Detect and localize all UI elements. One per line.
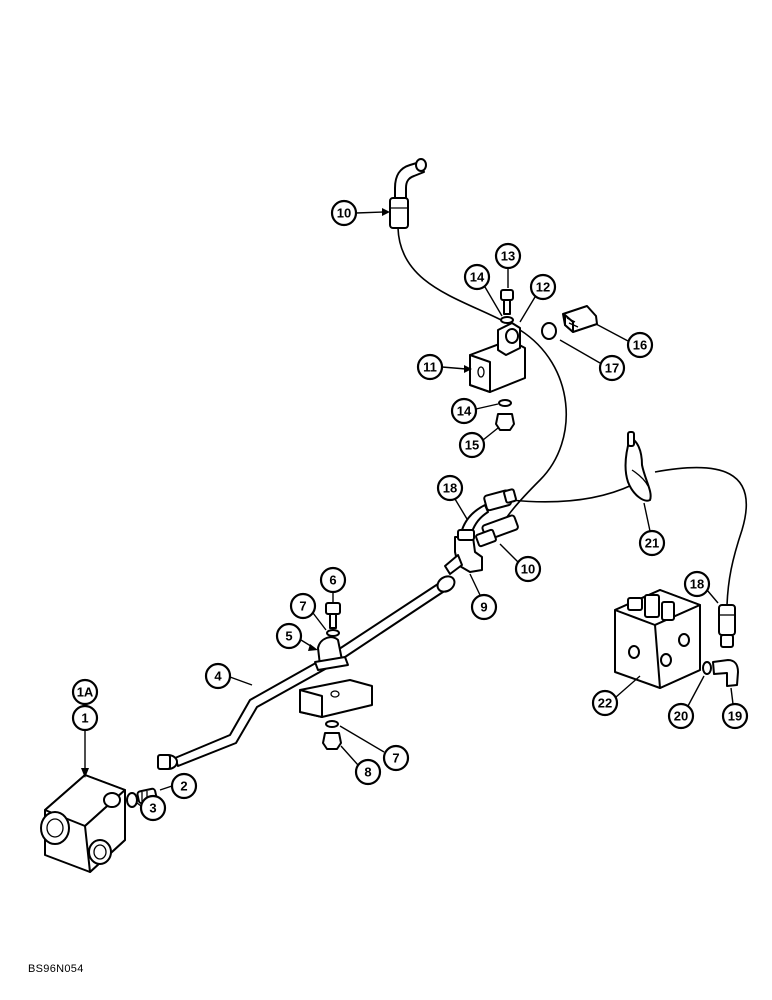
svg-text:10: 10 [521, 562, 535, 577]
svg-text:20: 20 [674, 709, 688, 724]
callout-10-middle: 10 [499, 543, 542, 583]
elbow-fitting-top [389, 158, 427, 229]
svg-text:2: 2 [180, 779, 187, 794]
svg-text:18: 18 [443, 481, 457, 496]
svg-text:3: 3 [149, 801, 156, 816]
svg-text:9: 9 [480, 600, 487, 615]
callout-21: 21 [638, 502, 666, 557]
svg-text:6: 6 [329, 573, 336, 588]
svg-text:12: 12 [536, 280, 550, 295]
callout-18-right: 18 [683, 570, 719, 604]
bolt-6 [325, 602, 341, 629]
callout-4: 4 [204, 662, 253, 690]
nut-15 [495, 413, 515, 431]
callout-8: 8 [340, 745, 382, 786]
washer-14-upper [500, 316, 514, 324]
callout-14-lower: 14 [450, 397, 499, 425]
callout-2: 2 [159, 772, 198, 800]
washer-7-upper [326, 629, 340, 637]
svg-text:14: 14 [470, 270, 485, 285]
bolt-13 [500, 289, 514, 315]
svg-text:1: 1 [81, 711, 88, 726]
callout-3: 3 [136, 794, 167, 822]
valve-body-1 [40, 774, 126, 873]
svg-text:8: 8 [364, 765, 371, 780]
callout-20: 20 [667, 675, 705, 730]
callout-9: 9 [469, 573, 498, 621]
callout-10-top: 10 [330, 199, 390, 227]
fitting-18-upper [461, 488, 517, 533]
figure-code: BS96N054 [28, 963, 84, 975]
callout-1a: 1A [71, 678, 99, 706]
callout-11: 11 [416, 353, 472, 381]
valve-block-22 [614, 589, 701, 689]
elbow-19 [712, 659, 739, 687]
svg-text:11: 11 [423, 360, 437, 375]
tube-clamp-5 [314, 636, 349, 671]
tee-fitting-9 [444, 529, 483, 575]
callout-16: 16 [595, 323, 654, 359]
steel-tube-4 [157, 575, 456, 770]
nut-8 [322, 732, 342, 750]
callout-7-upper: 7 [289, 592, 327, 631]
washer-7-lower [325, 720, 339, 728]
callout-1: 1 [71, 704, 99, 778]
callout-5: 5 [275, 622, 318, 651]
callout-22: 22 [591, 675, 641, 717]
svg-text:18: 18 [690, 577, 704, 592]
svg-text:5: 5 [285, 629, 292, 644]
fitting-18-lower [718, 604, 736, 648]
callout-13: 13 [494, 242, 522, 288]
callout-7-lower: 7 [339, 725, 410, 772]
svg-text:10: 10 [337, 206, 351, 221]
hose-upper [397, 227, 567, 521]
mounting-bracket [469, 322, 526, 393]
fitting-10-middle [475, 514, 519, 548]
svg-text:7: 7 [299, 599, 306, 614]
svg-text:16: 16 [633, 338, 647, 353]
hose-clamp-21 [624, 431, 652, 502]
svg-text:22: 22 [598, 696, 612, 711]
callout-18-middle: 18 [436, 474, 468, 520]
svg-text:21: 21 [645, 536, 659, 551]
svg-text:19: 19 [728, 709, 742, 724]
svg-text:14: 14 [457, 404, 472, 419]
hose-right [509, 484, 633, 503]
svg-text:4: 4 [214, 669, 222, 684]
bolt-16 [562, 305, 598, 333]
svg-text:17: 17 [605, 361, 619, 376]
washer-14-lower [498, 399, 512, 407]
callout-12: 12 [519, 273, 557, 323]
washer-17 [541, 322, 557, 340]
o-ring-20 [702, 661, 712, 675]
clamp-bracket [299, 679, 373, 718]
svg-text:13: 13 [501, 249, 515, 264]
o-ring-3 [126, 792, 138, 808]
callout-17: 17 [559, 339, 626, 382]
callout-14-upper: 14 [463, 263, 503, 317]
svg-text:1A: 1A [77, 685, 94, 700]
svg-text:15: 15 [465, 438, 479, 453]
callout-6: 6 [319, 566, 347, 602]
hose-right-long [654, 466, 748, 606]
callout-15: 15 [458, 427, 499, 459]
callout-19: 19 [721, 687, 749, 730]
svg-text:7: 7 [392, 751, 399, 766]
